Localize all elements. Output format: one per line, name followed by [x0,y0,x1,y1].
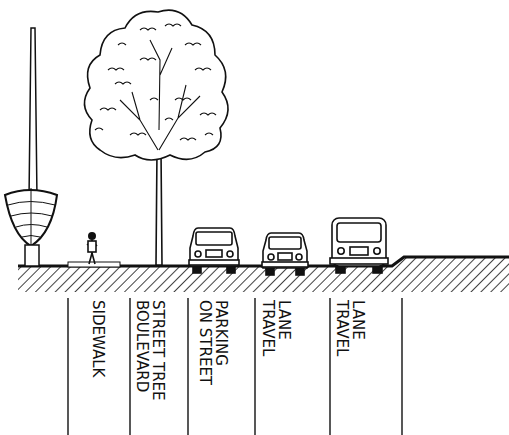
moving-car [262,233,308,275]
parked-car [189,228,239,273]
boat-sculpture [5,28,57,266]
street-zone-label: SIDEWALK [90,300,106,433]
street-zone-label: TRAVEL LANE [260,300,292,380]
column-divider [68,298,402,435]
street-tree [84,10,228,265]
street-zone-label: ON STREET PARKING [197,300,229,430]
street-zone-label: BOULEVARD STREET TREE [134,300,166,433]
street-zone-label: TRAVEL LANE [334,300,366,380]
ground-hatch [18,257,509,292]
van [330,218,388,273]
pedestrian [87,233,97,264]
